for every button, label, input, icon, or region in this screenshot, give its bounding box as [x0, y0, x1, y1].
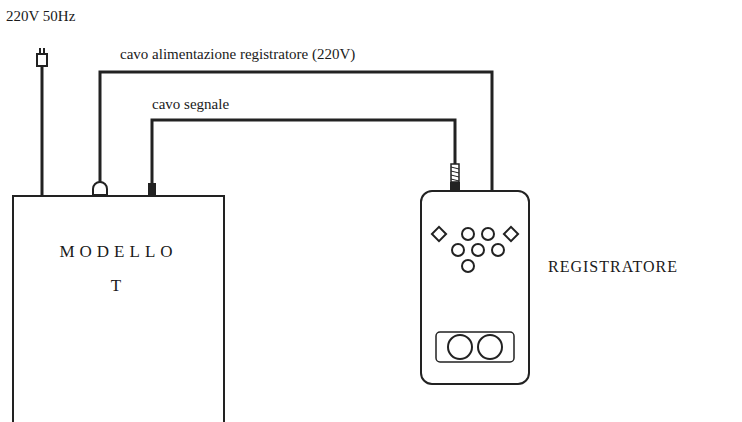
plug-pin — [39, 48, 41, 54]
tape-reel — [478, 335, 502, 359]
diamond-button — [432, 227, 446, 241]
plug-grip — [451, 175, 459, 177]
plug-grip — [451, 179, 459, 181]
round-button — [452, 244, 464, 256]
power-socket — [93, 182, 107, 195]
round-button — [492, 244, 504, 256]
mains-cable — [41, 66, 44, 195]
cable-label: cavo segnale — [150, 96, 231, 113]
round-button — [482, 228, 494, 240]
power-cable — [100, 72, 492, 195]
diamond-button — [504, 227, 518, 241]
plug-pin — [43, 48, 45, 54]
signal-plug — [451, 164, 459, 182]
mains-plug — [37, 54, 47, 66]
round-button — [462, 228, 474, 240]
plug-grip — [451, 171, 459, 173]
recorder-heading: REGISTRATORE — [548, 258, 678, 276]
signal-socket — [148, 183, 156, 195]
supply-label: 220V 50Hz — [6, 8, 75, 25]
device-box: MODELLO T — [12, 195, 225, 422]
tape-reel — [448, 335, 472, 359]
signal-plug-body — [450, 182, 460, 190]
plug-grip — [451, 167, 459, 169]
cable-label: cavo alimentazione registratore (220V) — [118, 46, 357, 63]
recorder-illustration — [422, 192, 528, 383]
box-label: MODELLO T — [29, 235, 209, 303]
recorder-device: REGISTRATORE — [420, 190, 530, 385]
round-button — [462, 260, 474, 272]
tape-window — [436, 332, 514, 362]
round-button — [472, 244, 484, 256]
signal-cable — [152, 120, 455, 195]
